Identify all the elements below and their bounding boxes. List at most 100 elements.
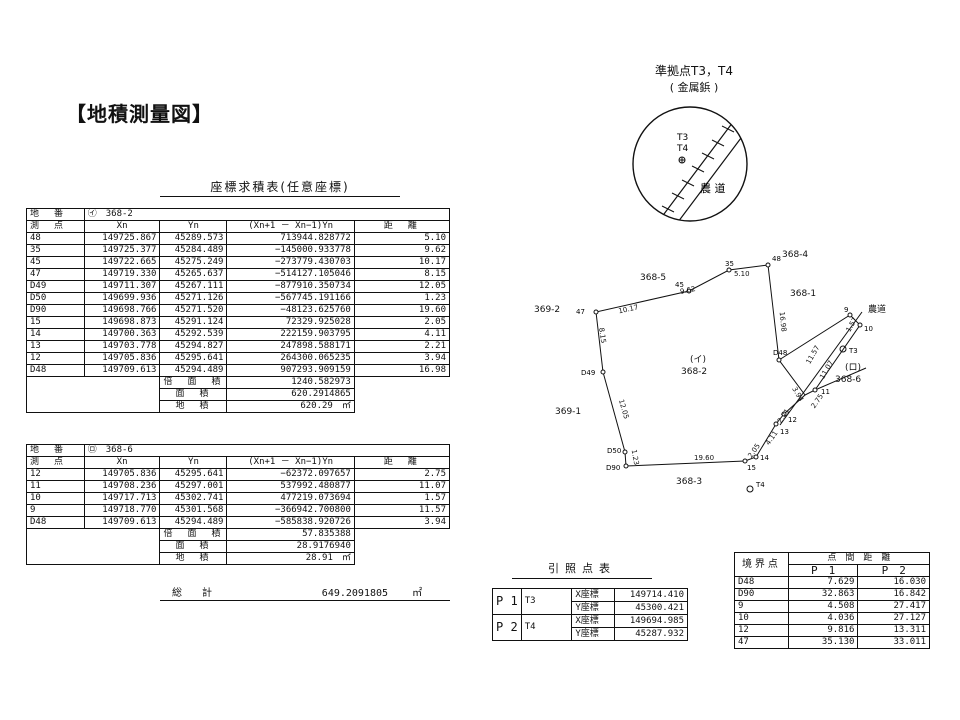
x-coord: 149719.330 xyxy=(83,268,161,281)
ref-y-label: Y座標 xyxy=(571,601,616,615)
col-header: (Xn+1 － Xn−1)Yn xyxy=(226,456,355,469)
area-table-caption: 座標求積表(任意座標) xyxy=(160,178,400,197)
distance: 2.75 xyxy=(353,468,451,481)
dim-45-47: 10.17 xyxy=(618,303,639,315)
ref-y-value: 45287.932 xyxy=(614,627,688,641)
product: 477219.073694 xyxy=(226,492,355,505)
dim-D48-48: 16.98 xyxy=(778,311,788,332)
survey-point-label: 9 xyxy=(844,306,848,314)
survey-point-marker xyxy=(623,463,629,469)
page-title: 【地積測量図】 xyxy=(66,102,213,126)
ref-x-value: 149714.410 xyxy=(614,588,688,602)
x-coord: 149718.770 xyxy=(83,504,161,517)
distance-p2: 13.311 xyxy=(857,624,930,637)
point-id: D49 xyxy=(26,280,85,293)
dim-D50-D90: 1.23 xyxy=(630,449,641,466)
ref-y-label: Y座標 xyxy=(571,627,616,641)
empty-cell xyxy=(354,389,449,401)
dim-47-D49: 8.15 xyxy=(597,327,607,344)
adjacent-lot-369-1: 369-1 xyxy=(555,407,581,417)
dim-D49-D50: 12.05 xyxy=(617,399,630,420)
blank-cell xyxy=(25,400,161,413)
summary-value: 28.9176940 xyxy=(226,540,355,553)
dimension-labels: 5.10 9.62 10.17 8.15 12.05 1.23 19.60 2.… xyxy=(597,270,859,466)
x-coord: 149711.307 xyxy=(83,280,161,293)
distance: 11.57 xyxy=(353,504,451,517)
dim-14-13: 4.11 xyxy=(764,429,779,446)
boundary-corner-label: 境界点 xyxy=(734,552,789,577)
point-id: 9 xyxy=(26,504,85,517)
boundary-point: D90 xyxy=(734,588,789,601)
product: 537992.480877 xyxy=(226,480,355,493)
survey-point-marker xyxy=(839,345,847,353)
grand-total: 総 計 649.2091805 ㎡ xyxy=(160,584,450,601)
x-coord: 149699.936 xyxy=(83,292,161,305)
survey-point-marker xyxy=(765,262,771,268)
x-coord: 149717.713 xyxy=(83,492,161,505)
blank-cell xyxy=(25,540,161,553)
product: −273779.430703 xyxy=(226,256,355,269)
boundary-point: D48 xyxy=(734,576,789,589)
distance-p1: 32.863 xyxy=(787,588,859,601)
summary-label: 面 積 xyxy=(159,388,228,401)
adjacent-lot-369-2: 369-2 xyxy=(534,305,560,315)
benchmark-caption: 準拠点T3，T4 xyxy=(655,64,733,78)
empty-cell xyxy=(354,401,449,413)
summary-value: 57.835388 xyxy=(226,528,355,541)
product: −567745.191166 xyxy=(226,292,355,305)
total-unit: ㎡ xyxy=(412,588,423,599)
y-coord: 45265.637 xyxy=(159,268,228,281)
survey-point-marker xyxy=(742,458,748,464)
y-coord: 45295.641 xyxy=(159,352,228,365)
lot-label: 地 番 xyxy=(26,444,85,457)
ref-x-label: X座標 xyxy=(571,614,616,628)
survey-point-marker xyxy=(746,485,754,493)
adjacent-lot-368-5: 368-5 xyxy=(640,273,666,283)
product: −585838.920726 xyxy=(226,516,355,529)
adjacent-lot-368-1: 368-1 xyxy=(790,289,816,299)
survey-point-label: D90 xyxy=(606,464,620,472)
distance: 2.21 xyxy=(353,340,451,353)
summary-value: 620.29 ㎡ xyxy=(226,400,355,413)
blank-cell xyxy=(25,388,161,401)
survey-point-marker xyxy=(857,322,863,328)
x-coord: 149722.665 xyxy=(83,256,161,269)
ref-name: T3 xyxy=(520,588,573,615)
point-id: D90 xyxy=(26,304,85,317)
survey-point-label: 45 xyxy=(675,281,684,289)
distance-p2: 27.417 xyxy=(857,600,930,613)
survey-point-marker xyxy=(753,454,759,460)
y-coord: 45284.489 xyxy=(159,244,228,257)
col-header: 測 点 xyxy=(26,220,85,233)
x-coord: 149700.363 xyxy=(83,328,161,341)
y-coord: 45267.111 xyxy=(159,280,228,293)
product: −877910.350734 xyxy=(226,280,355,293)
col-header: 測 点 xyxy=(26,456,85,469)
point-id: D48 xyxy=(26,516,85,529)
dim-D90-15: 19.60 xyxy=(694,454,714,462)
distance-p1: 7.629 xyxy=(787,576,859,589)
product: −145000.933778 xyxy=(226,244,355,257)
distance-p2: 27.127 xyxy=(857,612,930,625)
col-header: 距 離 xyxy=(353,220,451,233)
parcel-sub-label: 368-6 xyxy=(835,375,861,385)
distance: 8.15 xyxy=(353,268,451,281)
survey-point-label: 12 xyxy=(788,416,797,424)
product: −48123.625760 xyxy=(226,304,355,317)
header-row: 測 点 Xn Yn (Xn+1 － Xn−1)Yn 距 離 xyxy=(26,220,451,233)
x-coord: 149705.836 xyxy=(83,468,161,481)
point-id: 45 xyxy=(26,256,85,269)
survey-point-label: T4 xyxy=(755,481,765,489)
